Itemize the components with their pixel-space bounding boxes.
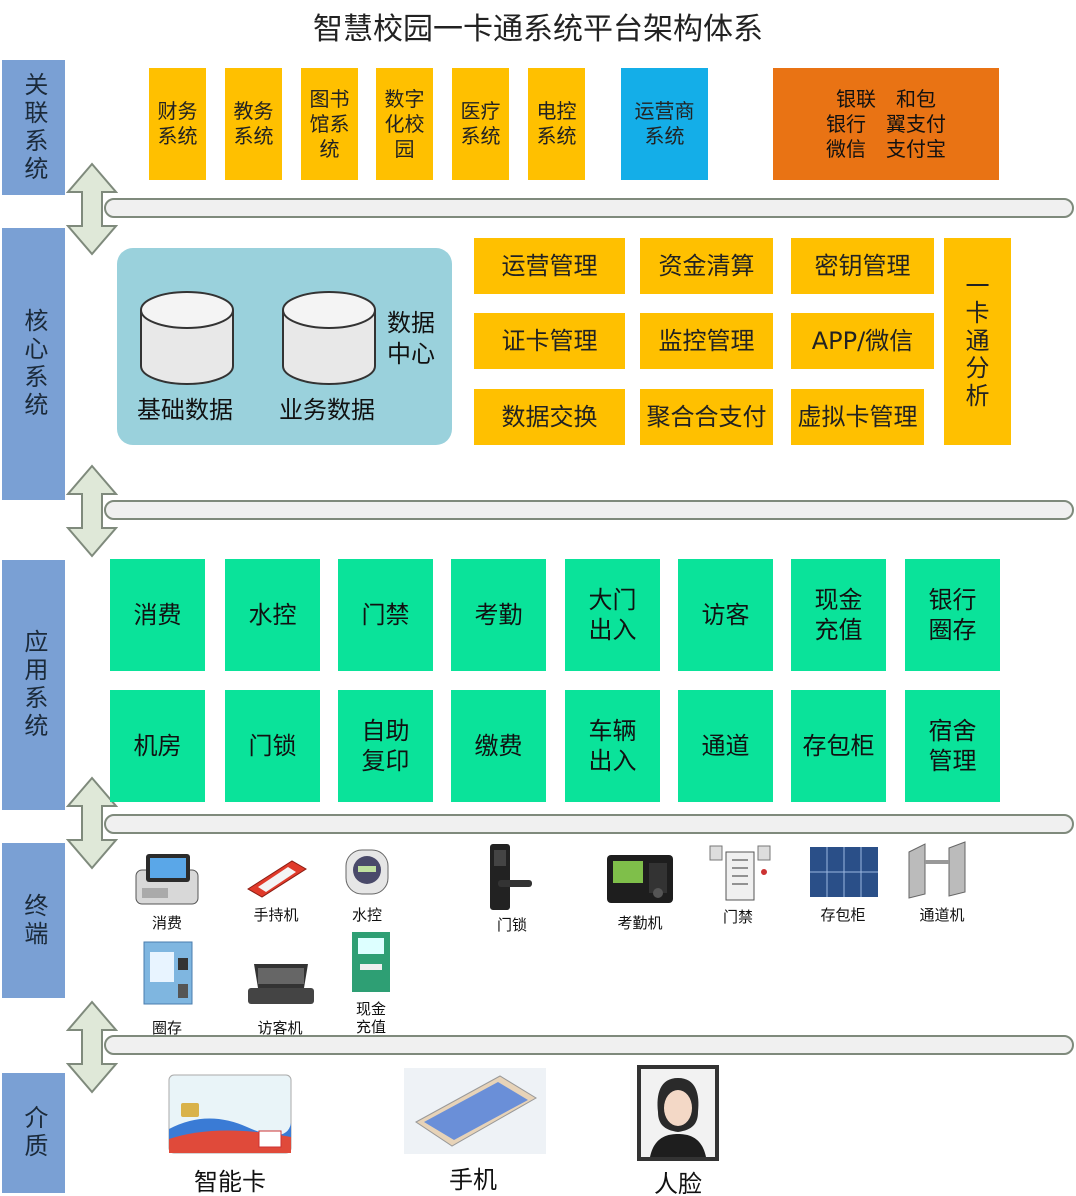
core-module-box: 数据交换 — [474, 389, 625, 445]
related-system-box: 数字 化校 园 — [376, 68, 433, 180]
visitor-machine-icon — [248, 964, 314, 1004]
core-module-box: 资金清算 — [640, 238, 773, 294]
handheld-icon — [247, 860, 307, 898]
application-box: 银行 圈存 — [905, 559, 1000, 671]
access-controller-icon — [709, 845, 771, 901]
smart-card-icon — [168, 1074, 292, 1154]
application-box: 宿舍 管理 — [905, 690, 1000, 802]
media-label-phone: 手机 — [449, 1166, 497, 1194]
double-arrow-icon — [66, 464, 118, 558]
related-system-box: 图书 馆系 统 — [301, 68, 358, 180]
bus-app-terminal — [104, 814, 1074, 834]
data-center-panel: 基础数据 业务数据 数据 中心 — [117, 248, 452, 445]
related-system-box: 电控 系统 — [528, 68, 585, 180]
mobile-phone-icon — [404, 1068, 546, 1154]
terminal-label-cash: 现金 充值 — [355, 1000, 386, 1036]
terminal-label-access: 门禁 — [722, 908, 753, 926]
payment-channels-box: 银联 和包 银行 翼支付 微信 支付宝 — [773, 68, 999, 180]
water-meter-icon — [345, 849, 389, 895]
face-photo-icon — [637, 1065, 719, 1161]
core-module-box: 监控管理 — [640, 313, 773, 369]
core-module-box: 密钥管理 — [791, 238, 934, 294]
bus-terminal-media — [104, 1035, 1074, 1055]
core-module-box: 运营管理 — [474, 238, 625, 294]
page-title: 智慧校园一卡通系统平台架构体系 — [313, 12, 763, 47]
cash-kiosk-icon — [352, 932, 390, 992]
db-basic-label: 基础数据 — [137, 396, 233, 424]
terminal-label-lock: 门锁 — [496, 916, 527, 934]
terminal-label-attendance: 考勤机 — [617, 914, 663, 932]
terminal-label-transfer: 圈存 — [151, 1019, 182, 1037]
core-module-box: 聚合合支付 — [640, 389, 773, 445]
terminal-label-gate: 通道机 — [919, 906, 965, 924]
application-box: 水控 — [225, 559, 320, 671]
pos-terminal-icon — [135, 854, 199, 905]
attendance-machine-icon — [607, 855, 673, 903]
layer-label-core: 核心系统 — [2, 228, 65, 500]
terminal-label-water: 水控 — [351, 906, 382, 924]
related-system-box: 教务 系统 — [225, 68, 282, 180]
media-label-face: 人脸 — [654, 1170, 702, 1196]
data-center-label: 数据 中心 — [387, 309, 435, 369]
application-box: 自助 复印 — [338, 690, 433, 802]
application-box: 车辆 出入 — [565, 690, 660, 802]
layer-label-related: 关联系统 — [2, 60, 65, 195]
core-module-box: 证卡管理 — [474, 313, 625, 369]
db-business-label: 业务数据 — [279, 396, 375, 424]
terminal-label-locker: 存包柜 — [820, 906, 866, 924]
database-icon — [140, 291, 234, 385]
operator-system-box: 运营商 系统 — [621, 68, 708, 180]
card-analysis-box: 一 卡 通 分 析 — [944, 238, 1011, 445]
application-box: 存包柜 — [791, 690, 886, 802]
door-lock-icon — [490, 844, 532, 910]
application-box: 消费 — [110, 559, 205, 671]
transfer-kiosk-icon — [143, 941, 193, 1005]
terminal-label-consume: 消费 — [151, 914, 182, 932]
related-system-box: 财务 系统 — [149, 68, 206, 180]
bus-core-app — [104, 500, 1074, 520]
layer-label-app: 应用系统 — [2, 560, 65, 810]
core-module-box: APP/微信 — [791, 313, 934, 369]
application-box: 考勤 — [451, 559, 546, 671]
application-box: 缴费 — [451, 690, 546, 802]
related-system-box: 医疗 系统 — [452, 68, 509, 180]
application-box: 机房 — [110, 690, 205, 802]
bus-related-core — [104, 198, 1074, 218]
double-arrow-icon — [66, 162, 118, 256]
application-box: 大门 出入 — [565, 559, 660, 671]
double-arrow-icon — [66, 1000, 118, 1094]
layer-label-media: 介质 — [2, 1073, 65, 1193]
media-label-card: 智能卡 — [194, 1168, 266, 1196]
application-box: 访客 — [678, 559, 773, 671]
application-box: 现金 充值 — [791, 559, 886, 671]
turnstile-icon — [908, 841, 966, 899]
terminal-label-visitor: 访客机 — [257, 1019, 303, 1037]
application-box: 通道 — [678, 690, 773, 802]
database-icon — [282, 291, 376, 385]
terminal-label-handheld: 手持机 — [253, 906, 299, 924]
core-module-box: 虚拟卡管理 — [791, 389, 924, 445]
locker-icon — [810, 847, 878, 897]
double-arrow-icon — [66, 776, 118, 870]
application-box: 门锁 — [225, 690, 320, 802]
layer-label-terminal: 终端 — [2, 843, 65, 998]
application-box: 门禁 — [338, 559, 433, 671]
